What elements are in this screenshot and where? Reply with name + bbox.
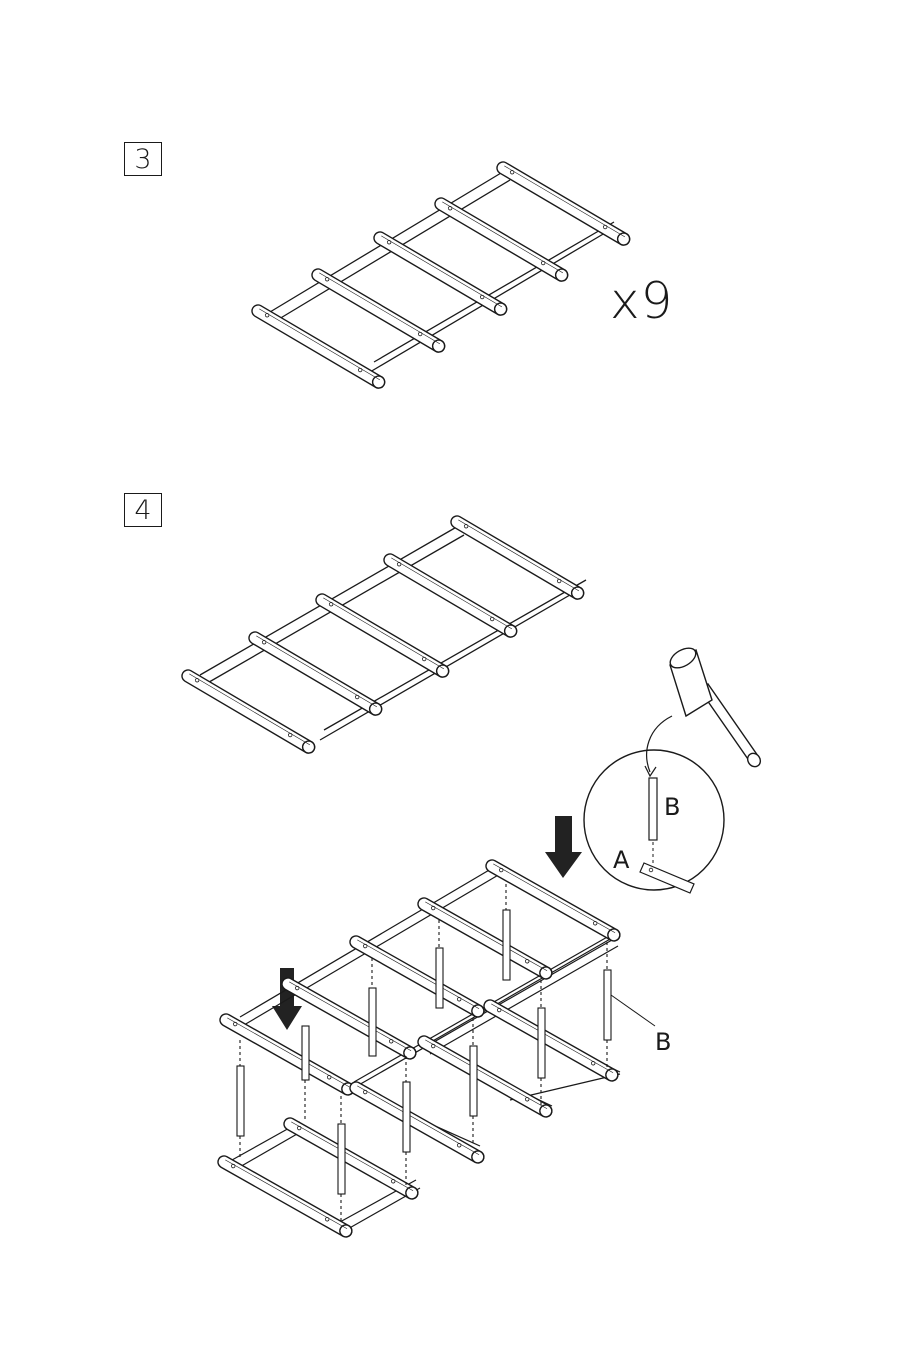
detail-circle: [584, 716, 724, 893]
lower-assembly-rungs: [216, 858, 622, 1239]
ladder-step-3-rungs: [250, 160, 632, 390]
assembly-pin-label: B: [655, 1028, 671, 1056]
detail-rung-label: A: [613, 846, 630, 874]
down-arrow-icon: [545, 816, 582, 878]
ladder-step-4-top-rungs: [180, 514, 586, 755]
detail-pin-label: B: [664, 793, 680, 821]
mallet-icon: [667, 644, 763, 769]
